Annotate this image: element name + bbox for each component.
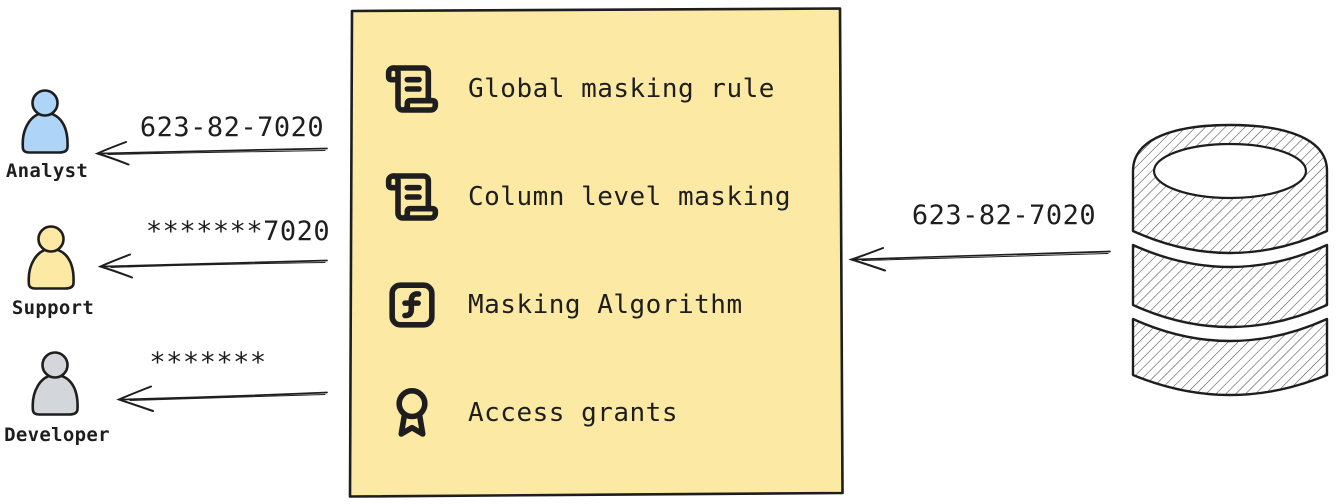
arrow-label-developer-value: *******	[149, 347, 267, 378]
analyst-label: Analyst	[5, 160, 89, 182]
analyst-person-icon	[21, 89, 69, 154]
arrow-label-support-value: *******7020	[145, 216, 331, 247]
masking-item-label: Masking Algorithm	[468, 290, 743, 320]
arrow-to-developer	[116, 385, 328, 412]
arrow-label-analyst-value: 623-82-7020	[139, 112, 325, 143]
masking-item-label: Global masking rule	[468, 74, 775, 104]
developer-label: Developer	[4, 424, 110, 446]
masking-item-global-rule: Global masking rule	[384, 60, 775, 118]
masking-policy-box-shape	[348, 7, 844, 498]
developer-person-icon	[31, 351, 79, 416]
arrow-to-support	[97, 253, 328, 279]
masking-item-label: Column level masking	[468, 182, 792, 212]
arrow-from-database	[848, 247, 1111, 272]
support-label: Support	[11, 297, 95, 319]
award-icon	[384, 385, 440, 441]
arrow-label-database-value: 623-82-7020	[911, 200, 1097, 231]
masking-item-access-grants: Access grants	[384, 384, 678, 442]
support-person-icon	[27, 225, 75, 290]
masking-item-algorithm: Masking Algorithm	[384, 276, 743, 334]
function-square-icon	[384, 277, 440, 333]
arrow-to-analyst	[94, 141, 328, 166]
masking-item-column-level: Column level masking	[384, 168, 791, 226]
scroll-text-icon	[384, 61, 440, 117]
database-icon	[1131, 123, 1329, 397]
scroll-text-icon	[384, 169, 440, 225]
masking-item-label: Access grants	[468, 398, 678, 428]
